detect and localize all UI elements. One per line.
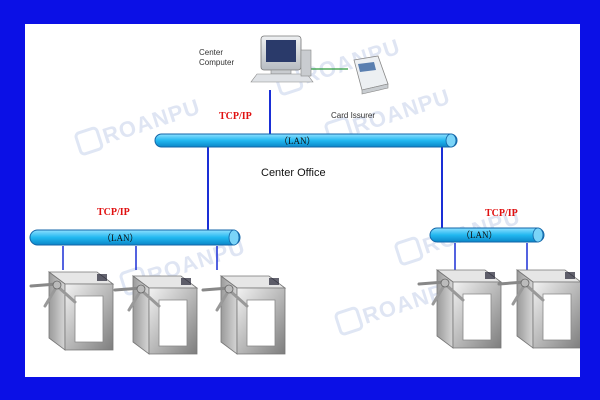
center-lan-bus: [154, 133, 458, 148]
center-computer-label-line2: Computer: [199, 58, 234, 67]
tripod-turnstile-icon: [113, 274, 199, 356]
tripod-turnstile-icon: [29, 270, 115, 352]
right-lan-label: （LAN）: [461, 230, 498, 240]
watermark-text: ROANPU: [299, 34, 403, 89]
right-lan-bus: [429, 227, 545, 243]
right-turnstile-group: [417, 268, 580, 350]
left-lan-label: （LAN）: [102, 233, 139, 243]
card-issuer-label: Card Issurer: [331, 111, 375, 120]
center-protocol-label: TCP/IP: [219, 111, 252, 122]
center-computer-label-line1: Center: [199, 48, 223, 57]
desktop-computer-icon: [250, 35, 314, 83]
left-turnstile-group: [29, 270, 287, 356]
left-lan-bus: [29, 229, 241, 246]
card-reader-icon: [353, 55, 389, 95]
diagram-svg: ROANPU ROANPU ROANPU ROANPU ROANPU: [29, 34, 580, 356]
tripod-turnstile-icon: [417, 268, 503, 350]
network-diagram: ROANPU ROANPU ROANPU ROANPU ROANPU: [25, 24, 580, 377]
tripod-turnstile-icon: [497, 268, 580, 350]
network-links: [62, 68, 528, 270]
left-protocol-label: TCP/IP: [97, 207, 130, 218]
tripod-turnstile-icon: [201, 274, 287, 356]
right-protocol-label: TCP/IP: [485, 208, 518, 219]
center-office-label: Center Office: [261, 167, 326, 179]
center-lan-label: （LAN）: [279, 136, 316, 146]
